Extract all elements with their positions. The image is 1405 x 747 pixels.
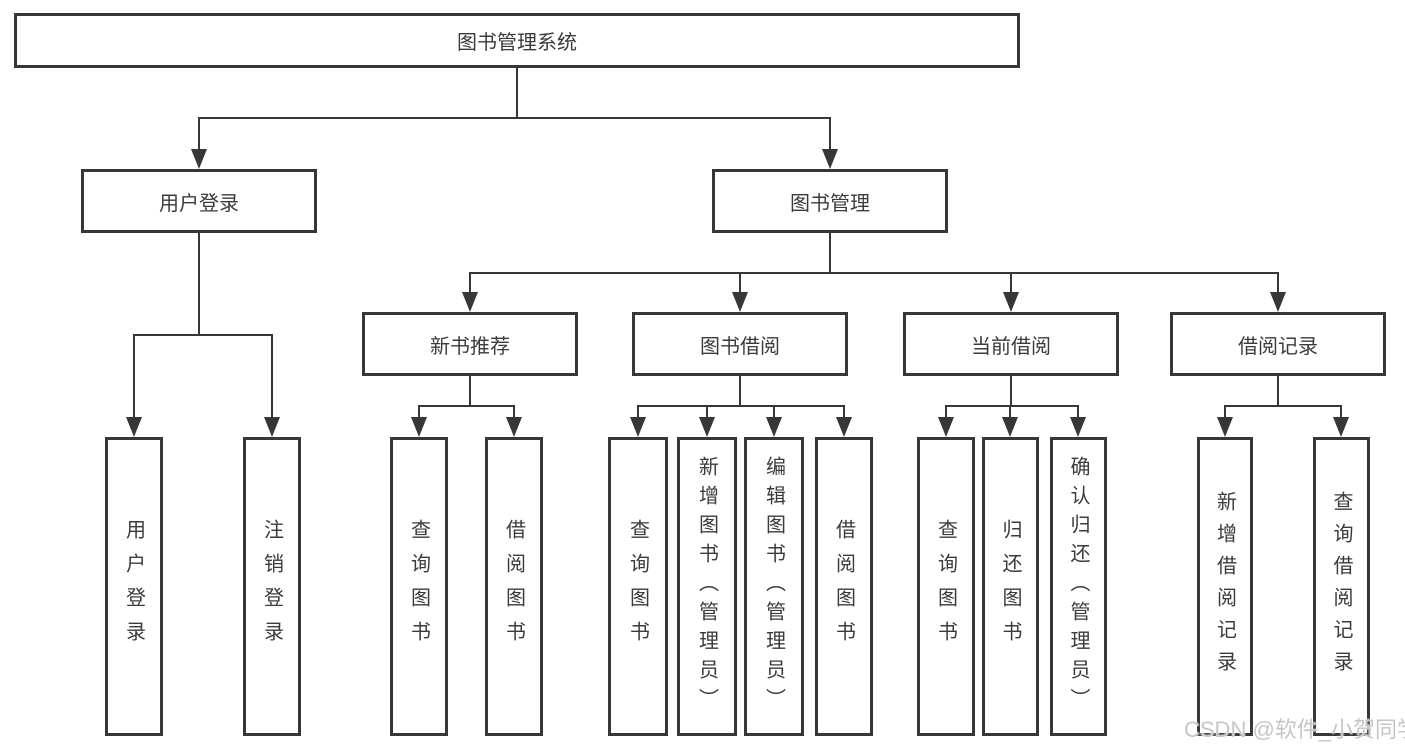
connector-line — [637, 405, 845, 407]
connector-line — [739, 272, 741, 294]
node-borrowing-records: 借阅记录 — [1170, 312, 1386, 376]
node-current-borrowing: 当前借阅 — [903, 312, 1119, 376]
arrow-down-icon — [732, 292, 748, 312]
connector-line — [198, 233, 200, 336]
connector-line — [133, 334, 273, 336]
leaf-query-borrow-record: 查询借阅记录 — [1313, 437, 1370, 736]
connector-line — [1277, 376, 1279, 407]
arrow-down-icon — [1333, 417, 1349, 437]
connector-line — [469, 272, 1279, 274]
node-label: 借阅记录 — [1238, 335, 1318, 358]
leaf-edit-books-admin: 编辑图书（管理员） — [744, 437, 804, 736]
connector-line — [1340, 405, 1342, 419]
arrow-down-icon — [699, 417, 715, 437]
arrow-down-icon — [822, 149, 838, 169]
arrow-down-icon — [1270, 292, 1286, 312]
connector-line — [945, 405, 947, 419]
connector-line — [1010, 272, 1012, 294]
connector-line — [513, 405, 515, 419]
connector-line — [706, 405, 708, 419]
connector-line — [198, 117, 200, 151]
node-label: 图书管理系统 — [457, 32, 577, 54]
node-label: 当前借阅 — [971, 335, 1051, 358]
connector-line — [773, 405, 775, 419]
connector-line — [829, 117, 831, 151]
leaf-query-books: 查询图书 — [390, 437, 448, 736]
connector-line — [516, 68, 518, 118]
leaf-label: 编辑图书（管理员） — [762, 456, 785, 717]
leaf-label: 查询图书 — [407, 518, 430, 655]
arrow-down-icon — [938, 417, 954, 437]
arrow-down-icon — [1003, 292, 1019, 312]
connector-line — [1010, 376, 1012, 407]
connector-line — [739, 376, 741, 407]
node-label: 图书管理 — [790, 192, 870, 215]
connector-line — [829, 233, 831, 274]
leaf-label: 新增图书（管理员） — [695, 456, 718, 717]
connector-line — [469, 376, 471, 407]
arrow-down-icon — [766, 417, 782, 437]
node-book-borrowing: 图书借阅 — [632, 312, 848, 376]
leaf-user-login: 用户登录 — [105, 437, 163, 736]
arrow-down-icon — [411, 417, 427, 437]
node-label: 图书借阅 — [700, 335, 780, 358]
leaf-add-borrow-record: 新增借阅记录 — [1197, 437, 1253, 736]
leaf-label: 借阅图书 — [832, 518, 855, 655]
arrow-down-icon — [462, 292, 478, 312]
node-label: 用户登录 — [159, 192, 239, 215]
csdn-watermark: CSDN @软件_小贺同学 — [1184, 717, 1405, 742]
connector-line — [945, 405, 1079, 407]
connector-line — [637, 405, 639, 419]
leaf-label: 确认归还（管理员） — [1067, 456, 1089, 717]
connector-line — [133, 334, 135, 419]
connector-line — [198, 117, 831, 119]
connector-line — [843, 405, 845, 419]
connector-line — [1224, 405, 1226, 419]
arrow-down-icon — [191, 149, 207, 169]
arrow-down-icon — [1002, 417, 1018, 437]
arrow-down-icon — [1070, 417, 1086, 437]
arrow-down-icon — [264, 417, 280, 437]
leaf-query-books: 查询图书 — [608, 437, 668, 736]
leaf-label: 查询借阅记录 — [1330, 490, 1352, 683]
leaf-confirm-return-admin: 确认归还（管理员） — [1050, 437, 1107, 736]
arrow-down-icon — [126, 417, 142, 437]
leaf-label: 归还图书 — [999, 518, 1021, 655]
leaf-label: 用户登录 — [122, 518, 145, 655]
node-label: 新书推荐 — [430, 335, 510, 358]
leaf-borrow-books: 借阅图书 — [485, 437, 543, 736]
connector-line — [1077, 405, 1079, 419]
leaf-query-books: 查询图书 — [917, 437, 975, 736]
node-book-management: 图书管理 — [712, 169, 948, 233]
arrow-down-icon — [630, 417, 646, 437]
leaf-label: 查询图书 — [934, 518, 957, 655]
node-library-management-system: 图书管理系统 — [14, 13, 1020, 68]
leaf-label: 查询图书 — [626, 518, 649, 655]
connector-line — [418, 405, 420, 419]
arrow-down-icon — [506, 417, 522, 437]
connector-line — [271, 334, 273, 419]
node-user-login: 用户登录 — [81, 169, 317, 233]
node-new-book-recommendation: 新书推荐 — [362, 312, 578, 376]
leaf-label: 借阅图书 — [502, 518, 525, 655]
connector-line — [469, 272, 471, 294]
leaf-borrow-books: 借阅图书 — [815, 437, 873, 736]
arrow-down-icon — [1217, 417, 1233, 437]
leaf-add-books-admin: 新增图书（管理员） — [677, 437, 737, 736]
leaf-label: 注销登录 — [260, 518, 283, 655]
leaf-logout: 注销登录 — [243, 437, 301, 736]
connector-line — [1224, 405, 1342, 407]
connector-line — [418, 405, 515, 407]
arrow-down-icon — [836, 417, 852, 437]
connector-line — [1009, 405, 1011, 419]
leaf-label: 新增借阅记录 — [1213, 490, 1236, 683]
connector-line — [1277, 272, 1279, 294]
leaf-return-books: 归还图书 — [982, 437, 1039, 736]
